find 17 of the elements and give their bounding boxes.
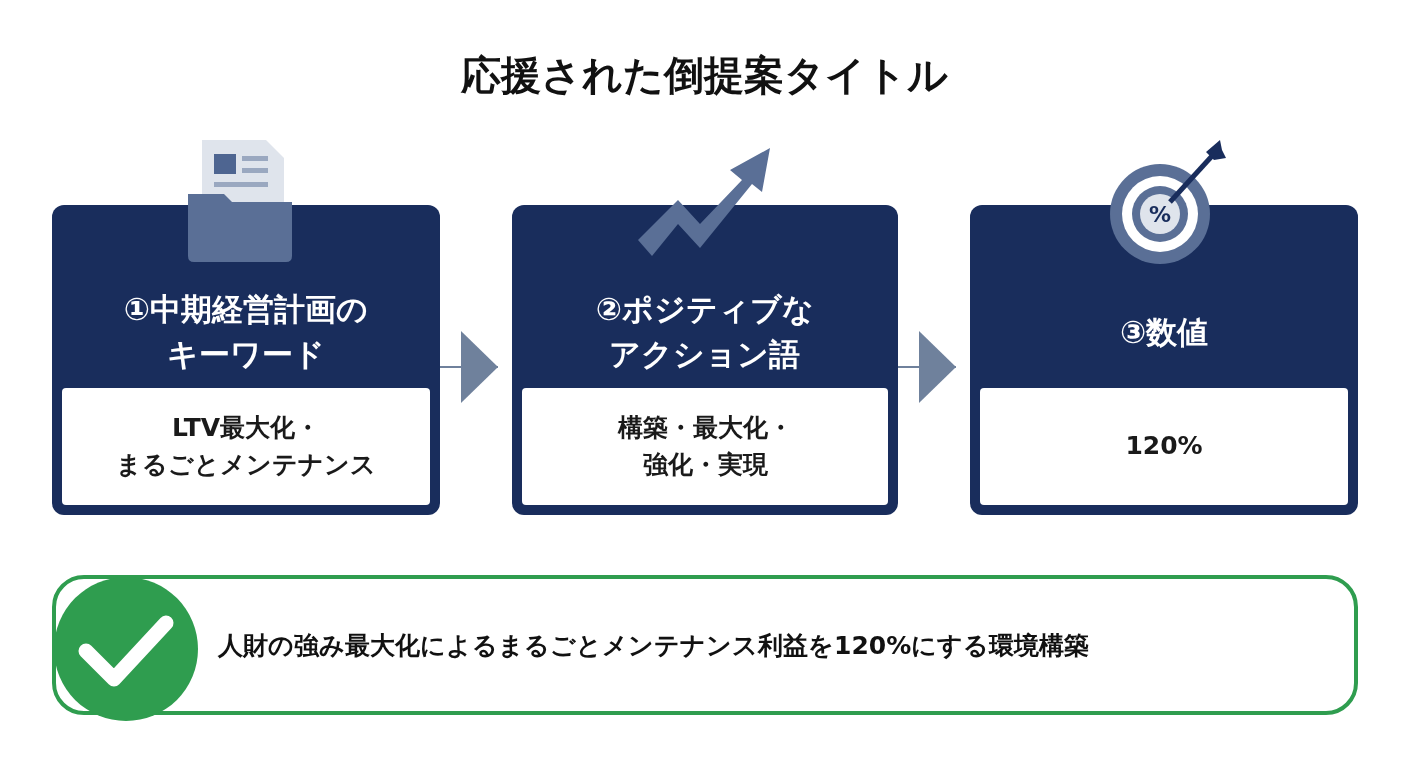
step-heading: ③数値 [1118, 312, 1210, 352]
value-text: LTV最大化・まるごとメンテナンス [115, 412, 377, 481]
chevron-arrow [897, 331, 957, 403]
percent-sign: % [1149, 202, 1171, 227]
step-heading: ②ポジティブなアクション語 [594, 290, 816, 374]
result-text: 人財の強み最大化によるまるごとメンテナンス利益を120%にする環境構築 [218, 629, 1090, 662]
value-text: 120% [1125, 430, 1203, 463]
step-card [52, 205, 440, 515]
step-card [970, 205, 1358, 515]
step-heading: ①中期経営計画のキーワード [122, 290, 370, 374]
value-text: 構築・最大化・強化・実現 [616, 412, 794, 481]
title: 応援された倒提案タイトル [460, 51, 948, 100]
chevron-arrow [439, 331, 499, 403]
value-box [522, 388, 888, 505]
step-card [512, 205, 898, 515]
value-box [62, 388, 430, 505]
value-box [980, 388, 1348, 505]
